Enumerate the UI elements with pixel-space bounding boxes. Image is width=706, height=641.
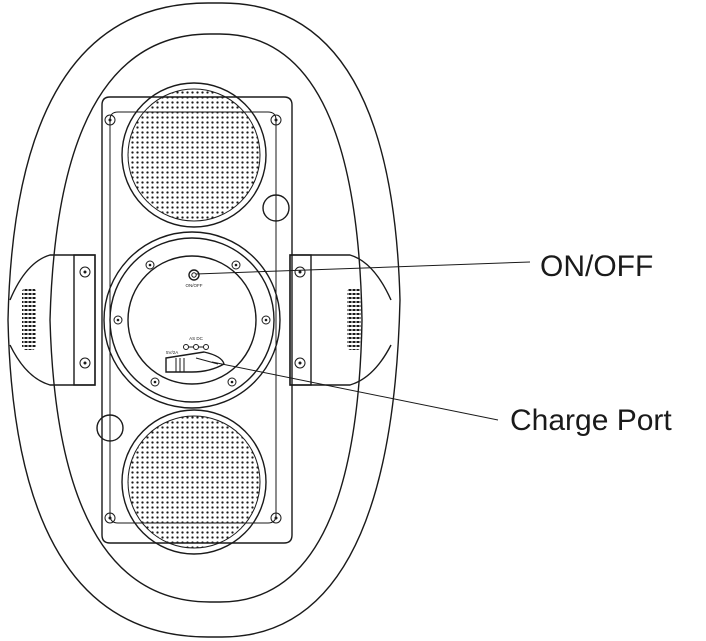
mount-hole-bottom-left: [96, 414, 124, 442]
port-jacks: [183, 344, 209, 350]
vent-slots-icon: [22, 288, 36, 350]
mount-hole-top-right: [262, 194, 290, 222]
inner-housing: [49, 33, 363, 603]
vent-slots-icon: [347, 288, 361, 350]
screw-icon: [294, 266, 306, 278]
power-button-icon[interactable]: [188, 269, 200, 281]
screw-icon: [104, 114, 116, 126]
port-rating-label: AS DC: [189, 336, 204, 341]
plate-screws: [104, 114, 282, 524]
screw-icon: [270, 512, 282, 524]
charge-port-leader-line: [211, 361, 499, 421]
charge-port-callout: Charge Port: [510, 404, 672, 437]
screw-icon: [79, 357, 91, 369]
control-panel: ON/OFF AS DC 5V/2A: [103, 231, 281, 409]
panel-screws: [113, 260, 271, 387]
charge-port-cap-icon[interactable]: [165, 351, 225, 373]
screw-icon: [104, 512, 116, 524]
screw-icon: [294, 357, 306, 369]
outer-housing: [7, 2, 401, 638]
on-off-leader-line: [195, 261, 531, 275]
screw-icon: [261, 315, 271, 325]
screw-icon: [150, 377, 160, 387]
screw-icon: [231, 260, 241, 270]
left-handle-bracket: [9, 254, 96, 386]
power-switch-label: ON/OFF: [186, 283, 203, 288]
screw-icon: [113, 315, 123, 325]
screw-icon: [145, 260, 155, 270]
screw-icon: [79, 266, 91, 278]
port-tag-label: 5V/2A: [166, 350, 178, 355]
screw-icon: [227, 377, 237, 387]
right-handle-bracket: [289, 254, 392, 386]
upper-speaker: [121, 82, 267, 228]
lower-speaker: [121, 409, 267, 555]
screw-icon: [270, 114, 282, 126]
back-panel-plate: [101, 96, 293, 544]
on-off-callout: ON/OFF: [540, 250, 653, 283]
